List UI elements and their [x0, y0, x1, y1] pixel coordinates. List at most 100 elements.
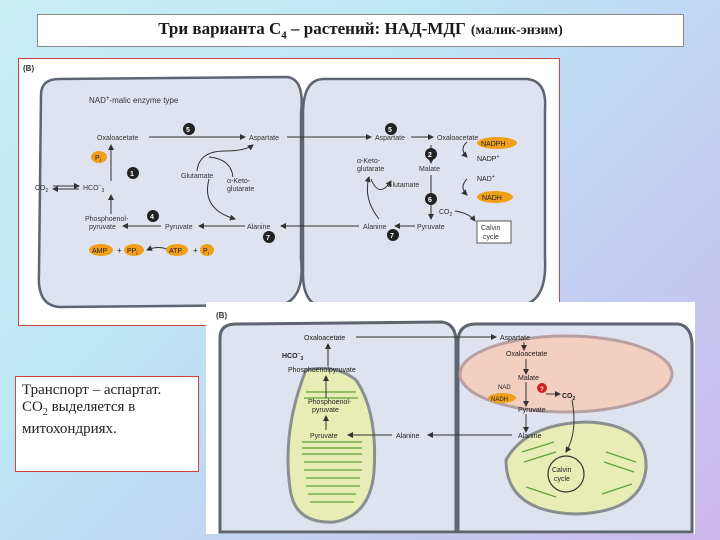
svg-text:cycle: cycle [483, 234, 499, 241]
nadh-blob [477, 191, 513, 203]
label-pyruvate-b: Pyruvate [417, 224, 445, 231]
arrow-nadph-nadp [461, 141, 468, 158]
atp-label: ATP [169, 248, 182, 255]
nadh-label: NADH [482, 195, 502, 202]
label-calvin-b-1: Calvin [552, 467, 572, 474]
arrow-transamination-m [196, 144, 254, 172]
label-pep-chl-1: Phosphoenol- [308, 399, 352, 406]
mitochondrion [458, 334, 674, 414]
arrow-nad-nadh [461, 178, 468, 196]
pathway-diagram-a-svg: (B) NAD+-malic enzyme type Oxaloacetate … [23, 64, 547, 309]
label-alanine-b: Alanine [363, 224, 386, 231]
amp-blob [89, 244, 113, 256]
label-alanine-b1: Alanine [396, 433, 419, 440]
arrow-co2-to-calvin [454, 210, 476, 222]
note-box: Транспорт – аспартат. СО2 выделяется в м… [15, 376, 199, 472]
ppi-blob [124, 244, 144, 256]
label-oxaloacetate-m: Oxaloacetate [97, 135, 138, 142]
svg-text:4: 4 [150, 214, 154, 221]
chloroplast-m [286, 366, 377, 524]
panel-label-a: (B) [23, 64, 34, 73]
label-oxaloacetate-mito: Oxaloacetate [506, 351, 547, 358]
label-aspartate-m: Aspartate [249, 135, 279, 142]
title-small: (малик-энзим) [470, 22, 563, 38]
label-alanine-m: Alanine [247, 224, 270, 231]
label-glutamate-m: Glutamate [181, 173, 213, 180]
label-ketoglutarate-m-2: glutarate [227, 186, 254, 193]
nadph-blob [477, 137, 517, 149]
step-6-b [425, 193, 437, 205]
label-pyruvate-chl: Pyruvate [310, 433, 338, 440]
arrow-ala-loop-b [364, 176, 380, 220]
atp-blob [166, 244, 188, 256]
panel-label-b: (B) [216, 311, 227, 320]
svg-text:5: 5 [388, 127, 392, 134]
svg-text:?: ? [540, 387, 544, 393]
calvin-box-a [476, 220, 512, 244]
svg-text:1: 1 [130, 171, 134, 178]
arrow-b-co2-calvin [565, 399, 575, 453]
plus-1: + [117, 246, 122, 255]
svg-text:6: 6 [428, 197, 432, 204]
thylakoids-m [302, 391, 362, 503]
label-aspartate-b: Aspartate [375, 135, 405, 142]
svg-text:7: 7 [266, 235, 270, 242]
step-1-m [127, 167, 139, 179]
nadph-label: NADPH [481, 141, 506, 148]
label-ketoglutarate-b-1: α-Keto- [357, 158, 381, 165]
step-5-b [385, 123, 397, 135]
unknown-step-marker [537, 383, 547, 393]
nadh-blob-b [488, 393, 516, 403]
pi-blob-2 [200, 244, 214, 256]
label-ketoglutarate-b-2: glutarate [357, 166, 384, 173]
label-nadh-mito: NADH [491, 397, 508, 403]
svg-text:5: 5 [186, 127, 190, 134]
svg-text:Calvin: Calvin [481, 225, 501, 232]
note-line-3: митохондриях. [22, 421, 117, 437]
label-glutamate-b: Glutamate [387, 182, 419, 189]
plus-2: + [193, 246, 198, 255]
pathway-diagram-b: (B) Oxaloacetate Aspartate HCO−3 Phospho… [206, 302, 695, 534]
label-hco3-b1: HCO−3 [282, 351, 303, 362]
label-hco3-m: HCO−3 [83, 183, 104, 194]
label-nad-mito: NAD [498, 385, 511, 391]
label-pep-b1: Phosphoenolpyruvate [288, 367, 356, 374]
calvin-cycle-loop [547, 455, 585, 493]
nadp-label: NADP+ [477, 154, 499, 163]
label-malate-b: Malate [419, 166, 440, 173]
label-pyruvate-m: Pyruvate [165, 224, 193, 231]
label-aspartate-b1: Aspartate [500, 335, 530, 342]
pathway-diagram-a: (B) NAD+-malic enzyme type Oxaloacetate … [18, 58, 560, 326]
label-co2-b: CO2 [439, 209, 453, 218]
label-pyruvate-mito: Pyruvate [518, 407, 546, 414]
svg-text:7: 7 [390, 233, 394, 240]
arrow-ala-loop-m [207, 178, 236, 221]
pi-label-1: Pi [95, 155, 101, 164]
pathway-diagram-b-svg: (B) Oxaloacetate Aspartate HCO−3 Phospho… [216, 311, 694, 534]
label-malate-mito: Malate [518, 375, 539, 382]
label-co2-m: CO2 [35, 185, 49, 194]
label-pep-chl-2: pyruvate [312, 407, 339, 414]
arrow-transamination-m2 [208, 156, 234, 178]
label-pep-2: pyruvate [89, 224, 116, 231]
label-alanine-b2: Alanine [518, 433, 541, 440]
label-pep-1: Phosphoenol- [85, 216, 129, 223]
pi-label-2: Pi [203, 248, 209, 257]
note-line-1: Транспорт – аспартат. [22, 382, 162, 398]
thylakoids-b [521, 441, 637, 498]
arrow-transamination-b [370, 178, 392, 190]
step-5-m [183, 123, 195, 135]
slide-title: Три варианта С4 – растений: НАД-МДГ (мал… [37, 14, 684, 47]
label-oxaloacetate-b: Oxaloacetate [437, 135, 478, 142]
label-oxaloacetate-b1: Oxaloacetate [304, 335, 345, 342]
pi-blob-1 [91, 151, 107, 163]
label-calvin-b-2: cycle [554, 476, 570, 483]
bundle-sheath-cell [301, 77, 547, 309]
label-ketoglutarate-m-1: α-Keto- [227, 178, 251, 185]
step-7-b [387, 229, 399, 241]
amp-label: AMP [92, 248, 108, 255]
nad-label: NAD+ [477, 174, 495, 183]
mesophyll-cell [37, 75, 303, 309]
note-line-2: СО2 выделяется в [22, 399, 136, 418]
title-main: Три варианта С4 – растений: НАД-МДГ [158, 19, 466, 42]
